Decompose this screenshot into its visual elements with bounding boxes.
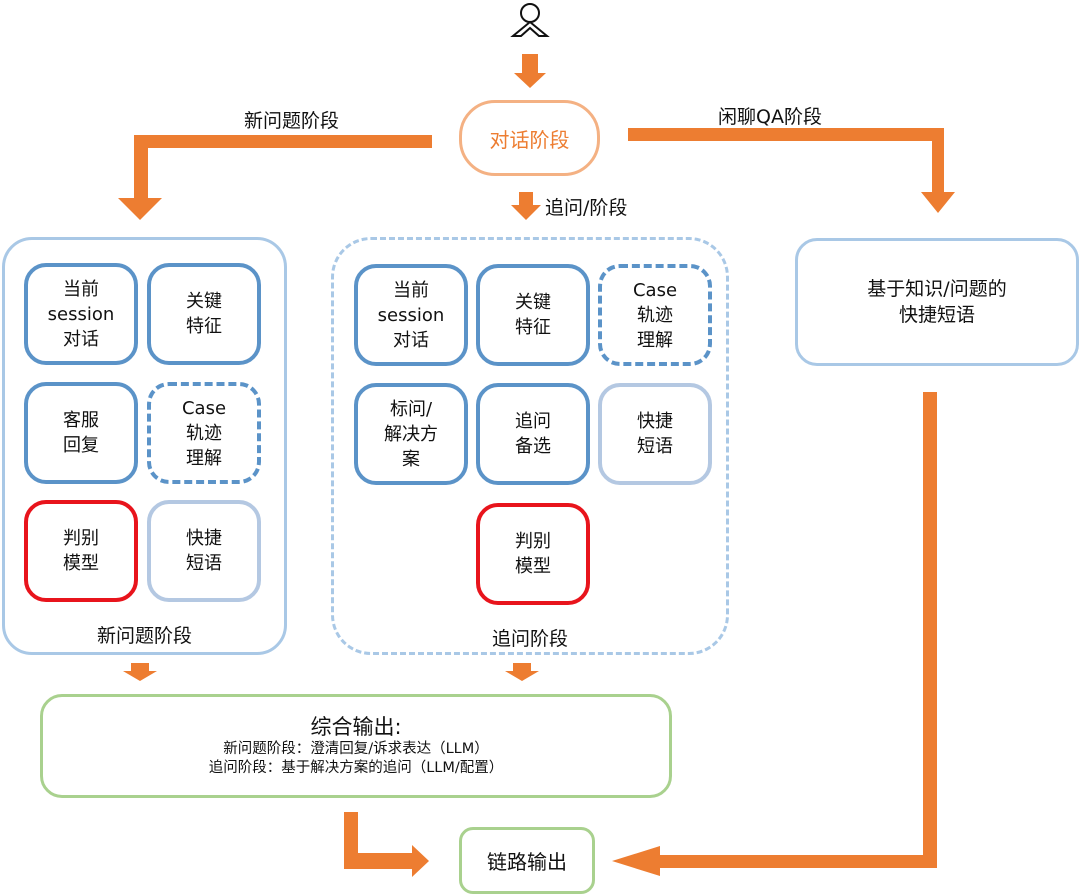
- node-quick-phrases[interactable]: 快捷 短语: [147, 500, 261, 602]
- new-question-phase-group: 新问题阶段: [2, 237, 287, 655]
- summary-line-followup: 追问阶段：基于解决方案的追问（LLM/配置）: [208, 760, 504, 776]
- arrow-to-new-question: [118, 135, 432, 220]
- new-question-phase-caption: 新问题阶段: [96, 625, 192, 647]
- node-agent-reply[interactable]: 客服 回复: [24, 382, 138, 484]
- node-label: 快捷 短语: [637, 411, 673, 457]
- node-discriminator-model[interactable]: 判别 模型: [24, 500, 138, 602]
- node-label: 当前 session 对话: [47, 278, 115, 350]
- final-output-node[interactable]: 链路输出: [459, 827, 595, 894]
- node-case-trajectory[interactable]: Case 轨迹 理解: [147, 382, 261, 484]
- final-output-label: 链路输出: [487, 850, 567, 874]
- node-label: 追问 备选: [515, 411, 551, 457]
- branch-label-new-question: 新问题阶段: [244, 110, 340, 132]
- node-label: 当前 session 对话: [377, 279, 445, 351]
- node-label: 客服 回复: [63, 410, 99, 456]
- summary-title: 综合输出:: [310, 715, 402, 739]
- dialog-phase-node[interactable]: 对话阶段: [459, 100, 600, 176]
- branch-label-followup: 追问/阶段: [545, 197, 628, 219]
- node-discriminator-model[interactable]: 判别 模型: [476, 503, 590, 605]
- node-label: 标问/ 解决方 案: [384, 398, 438, 470]
- node-label: Case 轨迹 理解: [181, 397, 227, 469]
- summary-output-node[interactable]: 综合输出: 新问题阶段：澄清回复/诉求表达（LLM） 追问阶段：基于解决方案的追…: [40, 694, 672, 798]
- arrow-followup-to-summary: [505, 663, 539, 681]
- node-quick-phrases[interactable]: 快捷 短语: [598, 383, 712, 485]
- arrow-to-chat-qa: [628, 128, 955, 213]
- summary-line-new-question: 新问题阶段：澄清回复/诉求表达（LLM）: [223, 741, 489, 757]
- node-key-features[interactable]: 关键 特征: [476, 264, 590, 366]
- node-label: 快捷 短语: [186, 528, 222, 574]
- followup-phase-group: 追问阶段: [331, 237, 729, 655]
- node-current-session[interactable]: 当前 session 对话: [354, 264, 468, 366]
- node-current-session[interactable]: 当前 session 对话: [24, 263, 138, 365]
- node-followup-candidates[interactable]: 追问 备选: [476, 383, 590, 485]
- node-label: 关键 特征: [186, 291, 222, 337]
- node-standard-question-solution[interactable]: 标问/ 解决方 案: [354, 383, 468, 485]
- node-key-features[interactable]: 关键 特征: [147, 263, 261, 365]
- arrow-new-question-to-summary: [123, 663, 157, 681]
- chat-qa-node-label: 基于知识/问题的 快捷短语: [867, 278, 1007, 326]
- node-case-trajectory[interactable]: Case 轨迹 理解: [598, 264, 712, 366]
- dialog-phase-label: 对话阶段: [489, 127, 570, 152]
- arrow-summary-to-final: [344, 812, 429, 877]
- node-label: 判别 模型: [63, 528, 99, 574]
- node-label: 判别 模型: [515, 531, 551, 577]
- node-label: 关键 特征: [515, 292, 551, 338]
- arrow-user-to-dialog: [514, 54, 546, 88]
- arrow-to-followup: [511, 192, 541, 220]
- followup-phase-caption: 追问阶段: [491, 628, 568, 650]
- user-actor-icon: [510, 3, 550, 37]
- node-label: Case 轨迹 理解: [632, 279, 678, 351]
- branch-label-chat-qa: 闲聊QA阶段: [718, 106, 822, 128]
- chat-qa-quick-phrase-node[interactable]: 基于知识/问题的 快捷短语: [795, 238, 1079, 366]
